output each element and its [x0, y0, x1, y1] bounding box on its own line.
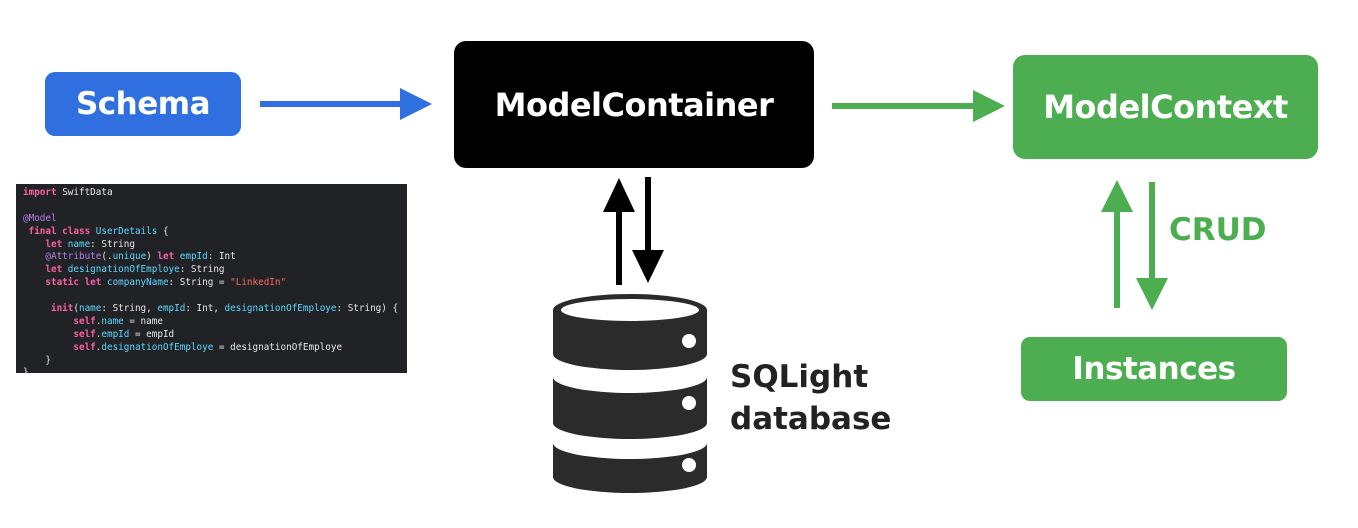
code-token: name	[78, 303, 102, 315]
code-token: let	[23, 264, 68, 276]
code-line: @Attribute(.unique) let empId: Int	[23, 251, 400, 264]
code-token: .	[95, 341, 102, 353]
code-token: static let	[23, 277, 107, 289]
code-token: : String,	[101, 303, 158, 315]
code-token: let	[157, 251, 180, 263]
code-token: : String	[90, 238, 135, 250]
code-token: designationOfEmploye	[67, 264, 180, 276]
code-token: name	[67, 238, 91, 250]
code-token: let	[23, 238, 68, 250]
schema-to-container-arrow	[260, 88, 432, 120]
code-token: SwiftData	[56, 187, 113, 198]
code-token: @Model	[23, 212, 57, 224]
code-line: let designationOfEmploye: String	[23, 264, 400, 277]
code-line: init(name: String, empId: Int, designati…	[23, 303, 400, 316]
database-label: SQLight database	[730, 356, 891, 440]
database-icon	[553, 294, 707, 493]
code-token: @Attribute	[23, 251, 102, 263]
code-token: : String) {	[336, 303, 399, 315]
code-token: empId	[179, 251, 208, 263]
model-container-box: ModelContainer	[454, 41, 814, 168]
code-snippet: import SwiftData @Model final class UserD…	[16, 184, 407, 373]
code-token: (	[73, 303, 79, 315]
code-token: companyName	[106, 277, 169, 289]
code-token: {	[157, 225, 169, 237]
code-line: }	[23, 367, 400, 373]
model-context-label: ModelContext	[1043, 88, 1288, 126]
code-token: = empId	[129, 328, 175, 340]
code-token: : String	[179, 264, 225, 276]
container-to-context-arrow	[832, 90, 1005, 122]
code-token: designationOfEmploye	[224, 303, 337, 315]
code-token: )	[146, 251, 158, 263]
code-line: final class UserDetails {	[23, 226, 400, 239]
code-line: let name: String	[23, 239, 400, 252]
instances-box: Instances	[1021, 337, 1287, 401]
schema-box: Schema	[45, 72, 241, 136]
code-token: self	[23, 341, 96, 353]
code-token: : String =	[168, 277, 231, 289]
code-line: self.name = name	[23, 316, 400, 329]
model-context-box: ModelContext	[1013, 55, 1318, 159]
code-token: self	[23, 328, 96, 340]
code-token: UserDetails	[95, 225, 158, 237]
code-token: (.	[101, 251, 113, 263]
instances-label: Instances	[1072, 351, 1236, 387]
code-line: static let companyName: String = "Linked…	[23, 277, 400, 290]
code-token: designationOfEmploye	[101, 341, 214, 353]
code-token: empId	[157, 303, 186, 315]
code-line: self.designationOfEmploye = designationO…	[23, 342, 400, 355]
database-label-line1: SQLight	[730, 359, 869, 395]
code-token: empId	[101, 328, 130, 340]
code-line: }	[23, 355, 400, 368]
instances-up-arrow	[1101, 180, 1133, 308]
context-down-arrow	[1136, 182, 1168, 310]
code-token: = designationOfEmploye	[213, 341, 343, 353]
code-token: final class	[23, 225, 96, 237]
code-line: self.empId = empId	[23, 329, 400, 342]
container-database-up-arrow	[603, 178, 635, 285]
code-token: }	[23, 367, 29, 373]
model-container-label: ModelContainer	[494, 85, 774, 124]
code-token: .	[95, 328, 102, 340]
crud-label: CRUD	[1169, 212, 1267, 248]
code-token: }	[23, 354, 51, 366]
code-token: unique	[112, 251, 147, 263]
code-token: "LinkedIn"	[230, 277, 287, 289]
code-token: = name	[123, 315, 163, 327]
code-token: self	[23, 315, 96, 327]
container-database-down-arrow	[632, 177, 664, 283]
code-token: : Int	[207, 251, 236, 263]
code-line: @Model	[23, 213, 400, 226]
code-token: : Int,	[185, 303, 225, 315]
database-label-line2: database	[730, 401, 892, 437]
code-token: import	[23, 187, 57, 198]
code-line: import SwiftData	[23, 187, 400, 200]
code-token: init	[23, 303, 74, 315]
code-token: .	[95, 315, 102, 327]
schema-label: Schema	[75, 86, 211, 122]
code-token: name	[101, 315, 124, 327]
